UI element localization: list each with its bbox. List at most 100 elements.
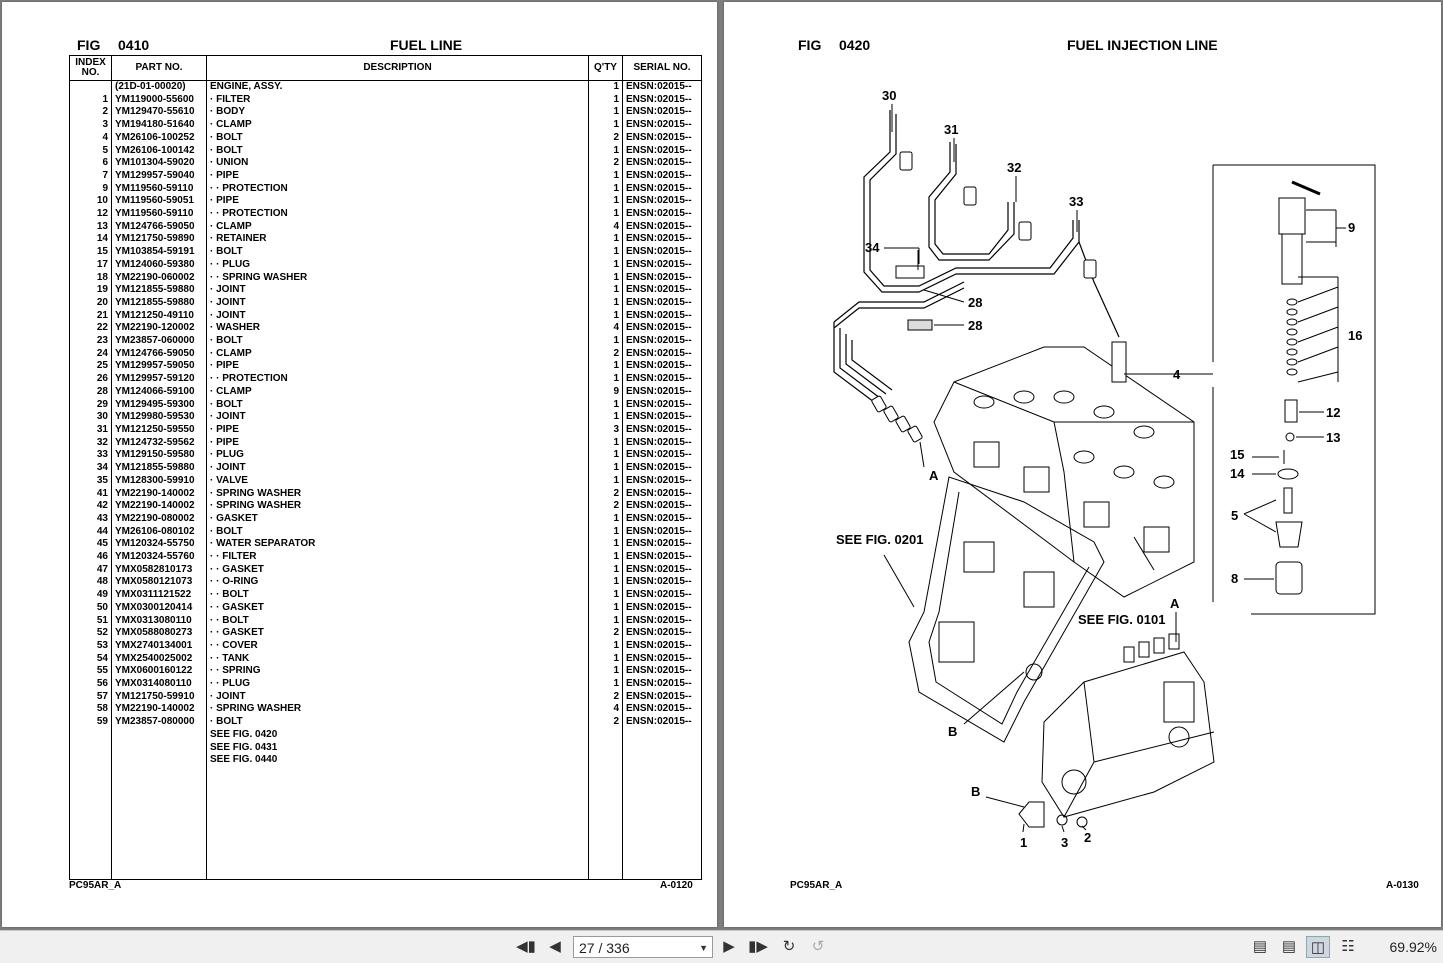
cell-serial: ENSN:02015-- — [622, 716, 702, 729]
callout-15: 15 — [1230, 447, 1244, 462]
cell-qty: 4 — [588, 703, 623, 717]
cell-qty: 1 — [588, 106, 623, 120]
cell-qty: 1 — [588, 601, 623, 615]
callout-a-head: A — [929, 468, 939, 483]
cell-qty: 1 — [588, 373, 623, 386]
engine-block — [908, 476, 1105, 743]
cell-desc: · WASHER — [206, 322, 589, 336]
callout-32: 32 — [1007, 160, 1021, 175]
cell-serial: ENSN:02015-- — [622, 551, 702, 564]
pipe-nuts — [871, 151, 1097, 443]
cell-part: YM22190-140002 — [111, 500, 207, 513]
two-page-view-icon[interactable]: ◫ — [1306, 936, 1330, 958]
cell-desc: · UNION — [206, 157, 589, 170]
cell-idx — [69, 754, 112, 767]
cell-serial: ENSN:02015-- — [622, 652, 702, 666]
cell-idx: 58 — [69, 703, 112, 717]
cell-desc: · RETAINER — [206, 233, 589, 247]
cell-serial: ENSN:02015-- — [622, 80, 702, 94]
cell-desc: · SPRING WASHER — [206, 703, 589, 717]
cell-idx: 15 — [69, 246, 112, 259]
cell-desc: · BOLT — [206, 716, 589, 729]
cell-idx — [69, 741, 112, 755]
table-row: SEE FIG. 0440 — [69, 754, 702, 767]
cell-qty: 1 — [588, 614, 623, 628]
cell-desc: · PIPE — [206, 436, 589, 450]
cell-idx: 6 — [69, 157, 112, 170]
cell-idx: 52 — [69, 627, 112, 640]
cell-idx: 13 — [69, 220, 112, 234]
cell-qty: 2 — [588, 487, 623, 501]
cell-serial: ENSN:02015-- — [622, 487, 702, 501]
last-page-icon[interactable]: ▮▶ — [748, 938, 768, 955]
cell-desc: · BOLT — [206, 246, 589, 259]
table-row: SEE FIG. 0420 — [69, 728, 702, 742]
cell-qty: 1 — [588, 411, 623, 424]
fig-number: 0420 — [839, 37, 871, 53]
cell-desc: · JOINT — [206, 411, 589, 424]
cell-idx: 5 — [69, 144, 112, 158]
cell-qty: 2 — [588, 500, 623, 513]
cell-desc: · · O-RING — [206, 576, 589, 590]
cell-part: YM120324-55760 — [111, 551, 207, 564]
cell-serial: ENSN:02015-- — [622, 195, 702, 209]
continuous-view-icon[interactable]: ▤ — [1281, 938, 1297, 955]
rotate-back-icon[interactable]: ↺ — [811, 938, 825, 955]
cell-part: YM124060-59380 — [111, 258, 207, 272]
cell-desc: · · PLUG — [206, 258, 589, 272]
cell-desc: · PLUG — [206, 449, 589, 463]
cell-qty: 4 — [588, 322, 623, 336]
cell-desc: · JOINT — [206, 296, 589, 310]
cell-idx: 49 — [69, 589, 112, 602]
table-header: INDEX NO. PART NO. DESCRIPTION Q'TY SERI… — [69, 55, 702, 81]
page-number-input[interactable]: 27 / 336 ▼ — [573, 936, 713, 958]
cell-serial: ENSN:02015-- — [622, 309, 702, 323]
chevron-down-icon[interactable]: ▼ — [699, 943, 708, 953]
cell-part: YM121855-59880 — [111, 296, 207, 310]
fig-label: FIG — [798, 37, 822, 53]
injection-pump — [1041, 633, 1215, 818]
next-page-icon[interactable]: ▶ — [723, 938, 735, 955]
cell-desc: · · PROTECTION — [206, 373, 589, 386]
cell-desc: · JOINT — [206, 462, 589, 475]
cell-idx: 9 — [69, 182, 112, 196]
cell-idx: 33 — [69, 449, 112, 463]
parts-table: INDEX NO. PART NO. DESCRIPTION Q'TY SERI… — [69, 55, 702, 880]
cell-part: YM124766-59050 — [111, 220, 207, 234]
cell-qty: 1 — [588, 678, 623, 691]
cell-qty: 1 — [588, 296, 623, 310]
cell-qty: 1 — [588, 309, 623, 323]
callout-28-lower: 28 — [968, 318, 982, 333]
cell-desc: · SPRING WASHER — [206, 487, 589, 501]
cell-qty: 1 — [588, 665, 623, 679]
page-number-text: 27 / 336 — [579, 940, 630, 956]
cell-serial: ENSN:02015-- — [622, 462, 702, 475]
cell-part: YMX0582810173 — [111, 563, 207, 577]
cell-serial: ENSN:02015-- — [622, 271, 702, 285]
cell-idx: 48 — [69, 576, 112, 590]
cell-desc: · · BOLT — [206, 614, 589, 628]
two-page-continuous-view-icon[interactable]: ☷ — [1341, 938, 1355, 955]
cell-idx: 26 — [69, 373, 112, 386]
prev-page-icon[interactable]: ◀ — [549, 938, 561, 955]
zoom-level[interactable]: 69.92% — [1389, 939, 1437, 955]
leader-lines — [883, 104, 1346, 833]
cell-part: YM103854-59191 — [111, 246, 207, 259]
cell-part: YM23857-080000 — [111, 716, 207, 729]
cylinder-head — [933, 346, 1195, 598]
cell-serial: ENSN:02015-- — [622, 360, 702, 374]
single-page-view-icon[interactable]: ▤ — [1252, 938, 1268, 955]
cell-serial: ENSN:02015-- — [622, 296, 702, 310]
cell-desc: · BOLT — [206, 144, 589, 158]
rotate-page-icon[interactable]: ↻ — [782, 938, 796, 955]
first-page-icon[interactable]: ◀▮ — [516, 938, 536, 955]
cell-qty: 1 — [588, 512, 623, 526]
